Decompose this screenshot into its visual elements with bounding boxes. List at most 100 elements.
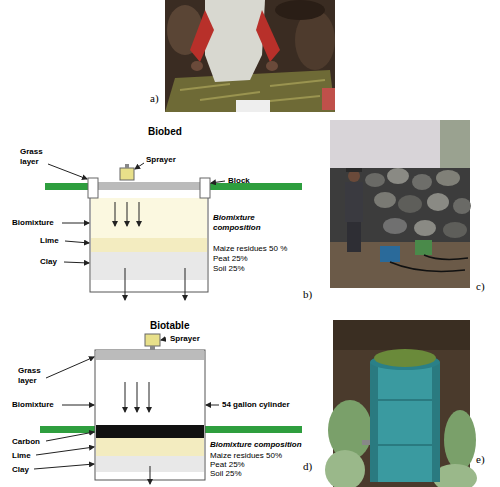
leader-line xyxy=(36,447,94,455)
composition-item: Maize residues 50% xyxy=(210,451,282,460)
part-label: Biomixture xyxy=(12,400,54,410)
biobed-drawing xyxy=(45,183,90,190)
photo-c xyxy=(415,240,432,255)
photo-e xyxy=(432,362,440,482)
photo-c xyxy=(330,120,470,288)
photo-e xyxy=(362,440,370,445)
leader-line xyxy=(46,357,94,378)
biotable-drawing xyxy=(96,425,204,438)
photo-c xyxy=(443,222,467,238)
panel-letter: a) xyxy=(150,92,159,104)
photo-c xyxy=(440,120,470,170)
leader-line xyxy=(62,223,89,224)
biobed-drawing xyxy=(90,188,208,292)
biotable-drawing xyxy=(137,382,138,412)
photo-a xyxy=(191,61,203,71)
photo-a xyxy=(322,88,335,110)
photo-e xyxy=(325,450,365,487)
photo-c xyxy=(365,173,385,187)
photo-c xyxy=(347,222,361,252)
composition-heading: Biomixture composition xyxy=(210,440,302,450)
panel-letter: c) xyxy=(476,280,485,292)
part-label: Sprayer xyxy=(170,334,200,344)
biotable-drawing xyxy=(149,382,150,412)
biobed-drawing xyxy=(98,182,200,190)
leader-line xyxy=(161,339,166,340)
biobed-drawing xyxy=(91,198,207,238)
leader-line xyxy=(211,181,225,183)
photo-c xyxy=(330,120,471,288)
biobed-drawing xyxy=(115,202,185,300)
photo-c xyxy=(412,174,432,190)
photo-c xyxy=(383,218,407,234)
photo-c xyxy=(390,255,468,271)
photo-e xyxy=(374,349,436,367)
biotable-drawing xyxy=(95,350,205,480)
biotable-drawing xyxy=(125,382,150,484)
biotable-drawing xyxy=(96,350,204,360)
photo-a xyxy=(256,10,280,62)
leader-line xyxy=(48,163,225,263)
leader-line xyxy=(34,464,94,469)
composition-item: Peat 25% xyxy=(213,254,248,263)
photo-a xyxy=(266,61,278,71)
part-label: Clay xyxy=(40,257,57,267)
panel-letter: b) xyxy=(303,288,312,300)
biobed-drawing xyxy=(45,164,302,300)
leader-line xyxy=(135,163,144,169)
photo-c xyxy=(427,193,449,211)
biobed-drawing xyxy=(139,202,140,226)
part-label: Lime xyxy=(12,451,31,461)
biotable-drawing xyxy=(40,426,95,433)
diagram-title: Biobed xyxy=(148,126,182,137)
photo-c xyxy=(414,220,436,236)
photo-c xyxy=(346,168,362,172)
panel-letter: e) xyxy=(476,453,485,465)
panel-letter: d) xyxy=(303,460,312,472)
part-label: Sprayer xyxy=(146,155,176,165)
leader-line xyxy=(34,339,219,469)
photo-e xyxy=(370,362,378,482)
biotable-drawing xyxy=(150,466,151,484)
composition-item: Peat 25% xyxy=(210,460,245,469)
photo-c xyxy=(374,192,396,208)
photo-a xyxy=(275,0,325,20)
biobed-drawing xyxy=(127,202,128,226)
photo-e xyxy=(370,400,440,445)
photo-e xyxy=(444,410,476,470)
photo-c xyxy=(398,195,422,213)
biotable-drawing xyxy=(145,334,160,346)
part-label: Lime xyxy=(40,236,59,246)
composition-heading: Biomixture composition xyxy=(213,213,275,233)
photo-a xyxy=(205,0,265,82)
biobed-drawing xyxy=(210,183,302,190)
photo-c xyxy=(436,170,460,186)
photo-a xyxy=(165,0,335,112)
diagram-title: Biotable xyxy=(150,320,189,331)
composition-item: Maize residues 50 % xyxy=(213,244,287,253)
biobed-drawing xyxy=(125,164,129,168)
part-label: Block xyxy=(228,176,250,186)
composition-item: Soil 25% xyxy=(210,469,242,478)
photo-a xyxy=(165,0,335,112)
biotable-drawing xyxy=(125,382,126,412)
photo-c xyxy=(380,246,400,262)
photo-a xyxy=(236,100,270,112)
photo-c xyxy=(345,182,363,222)
part-label: Biomixture xyxy=(12,218,54,228)
leader-line xyxy=(64,262,89,263)
leader-line xyxy=(62,405,94,406)
biotable-drawing xyxy=(96,438,204,456)
part-label: Clay xyxy=(12,465,29,475)
part-label: Grass layer xyxy=(20,147,52,167)
leader-line xyxy=(48,164,87,179)
biobed-drawing xyxy=(185,268,186,300)
photo-e xyxy=(370,362,440,482)
biobed-drawing xyxy=(91,252,207,280)
biotable-drawing xyxy=(205,426,302,433)
biotable-drawing xyxy=(40,334,302,484)
biotable-drawing xyxy=(150,346,155,350)
leader-line xyxy=(206,405,219,406)
part-label: Grass layer xyxy=(18,366,48,386)
part-label: 54 gallon cylinder xyxy=(222,400,290,410)
